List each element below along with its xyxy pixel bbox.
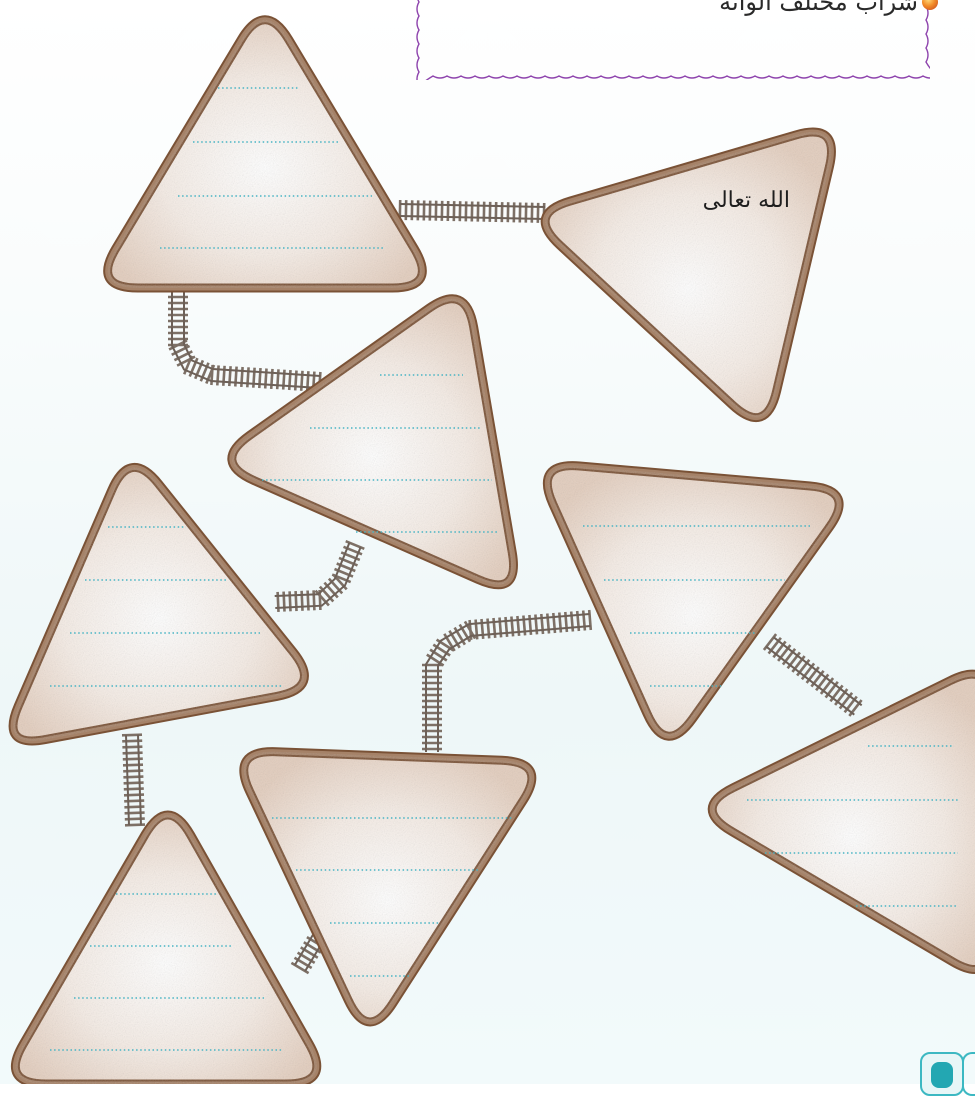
triangle-top-left [108,20,423,288]
track-rail [184,285,320,376]
triangle-texture [244,752,532,1022]
triangle-right [547,466,839,737]
track-segment [275,541,365,612]
triangle-texture [15,815,316,1084]
triangle-texture [547,466,839,737]
track-rail [438,626,591,752]
triangle-texture [232,299,514,585]
track-tie [308,591,309,611]
track-rail [774,637,862,705]
triangles [13,20,975,1084]
triangle-bottom-right [712,674,975,969]
track-rail [126,735,129,825]
page-tab-icon [920,1052,964,1096]
triangle-bottom-center [244,752,532,1022]
track-tie [290,591,291,611]
track-tie [314,590,315,610]
track-segment [400,200,545,223]
track-segment [422,610,591,752]
triangle-start [545,132,831,418]
triangle-middle [232,299,514,585]
track-segment [168,285,320,392]
track-tie [302,591,303,611]
triangle-texture [108,20,423,288]
track-rail [138,735,141,825]
page-tab-edge [962,1052,975,1096]
track-rail [766,647,854,715]
track-segment [764,634,862,716]
triangle-texture [712,674,975,969]
triangle-left [13,467,304,741]
track-tie [296,591,297,611]
track-tie [284,592,285,612]
triangle-bottom-left [15,815,316,1084]
track-segment [122,735,145,826]
start-label: الله تعالی [670,188,790,213]
